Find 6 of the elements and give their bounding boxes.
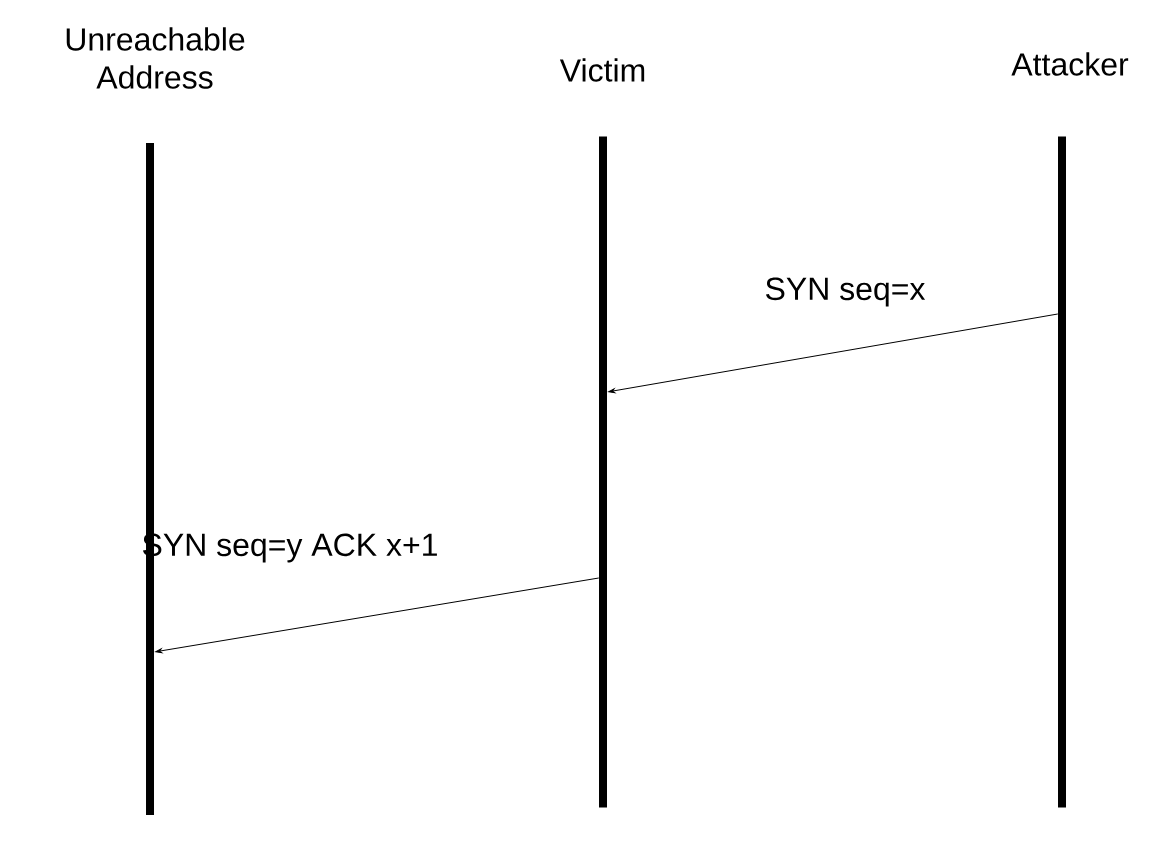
- edge-label: SYN seq=x: [766, 277, 926, 307]
- lifeline-heading: Attacker: [1011, 52, 1129, 76]
- lifeline-heading: Unreachable Address: [66, 27, 245, 89]
- arrow: [155, 577, 600, 654]
- arrow: [608, 313, 1059, 394]
- lifeline-heading: Victim: [559, 58, 645, 82]
